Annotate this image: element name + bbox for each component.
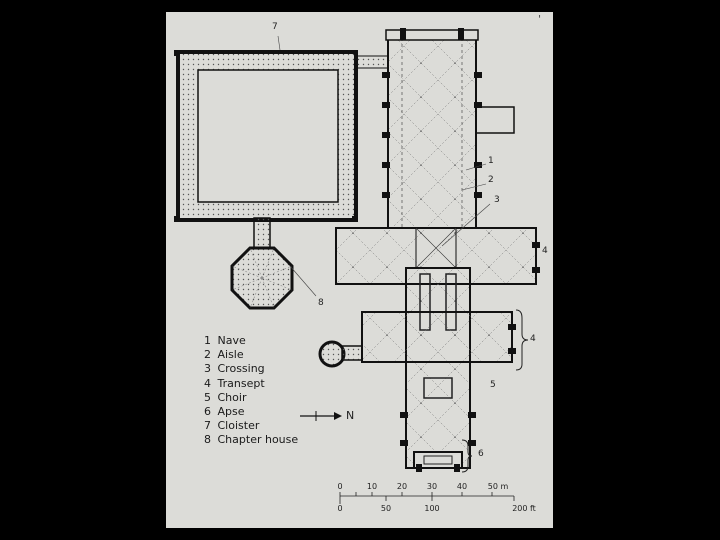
callout-2: 2 <box>488 175 494 185</box>
apse-chapel <box>318 340 363 368</box>
north-label: N <box>346 409 355 422</box>
callout-8: 8 <box>318 298 324 308</box>
scale-metre-label: 0 <box>337 482 343 491</box>
callout-1: 1 <box>488 156 494 166</box>
scale-metre-label: 40 <box>456 482 468 491</box>
north-arrow <box>300 411 342 421</box>
apse <box>413 451 463 469</box>
legend-item: 8 Chapter house <box>204 433 299 447</box>
slide: ' 7 1 2 3 4 4 5 6 8 1 Nave 2 Aisle 3 Cro… <box>166 12 553 528</box>
callout-6: 6 <box>478 449 484 459</box>
legend-item: 4 Transept <box>204 376 265 390</box>
scale-metre-label: 10 <box>366 482 378 491</box>
callout-7: 7 <box>272 22 278 32</box>
legend-item: 2 Aisle <box>204 348 244 362</box>
callout-4-main: 4 <box>542 246 548 256</box>
scale-metre-label: 30 <box>426 482 438 491</box>
scale-feet-label: 0 <box>337 504 343 513</box>
cathedral-floor-plan <box>174 28 540 504</box>
scale-feet-label: 100 <box>424 504 440 513</box>
legend-item: 1 Nave <box>204 334 246 347</box>
legend-item: 7 Cloister <box>204 419 260 433</box>
legend-item: 3 Crossing <box>204 362 265 376</box>
second-transept <box>361 311 513 363</box>
cloister <box>176 50 389 222</box>
callout-5: 5 <box>490 380 496 390</box>
legend-item: 6 Apse <box>204 405 245 419</box>
legend-item: 5 Choir <box>204 390 247 404</box>
buttresses <box>174 28 540 472</box>
callout-3: 3 <box>494 195 500 205</box>
chapter-house <box>230 217 294 310</box>
leader-lines <box>277 35 491 297</box>
choir <box>405 267 471 469</box>
scale-feet-label: 200 ft <box>512 504 536 513</box>
scale-bar <box>339 492 515 504</box>
scale-metre-label: 50 m <box>487 482 509 491</box>
braces <box>461 309 529 473</box>
scale-feet-label: 50 <box>380 504 392 513</box>
callout-4-second: 4 <box>530 334 536 344</box>
legend: 1 Nave 2 Aisle 3 Crossing 4 Transept 5 C… <box>204 334 298 448</box>
corner-mark: ' <box>538 14 541 25</box>
nave <box>385 29 515 229</box>
scale-metre-label: 20 <box>396 482 408 491</box>
